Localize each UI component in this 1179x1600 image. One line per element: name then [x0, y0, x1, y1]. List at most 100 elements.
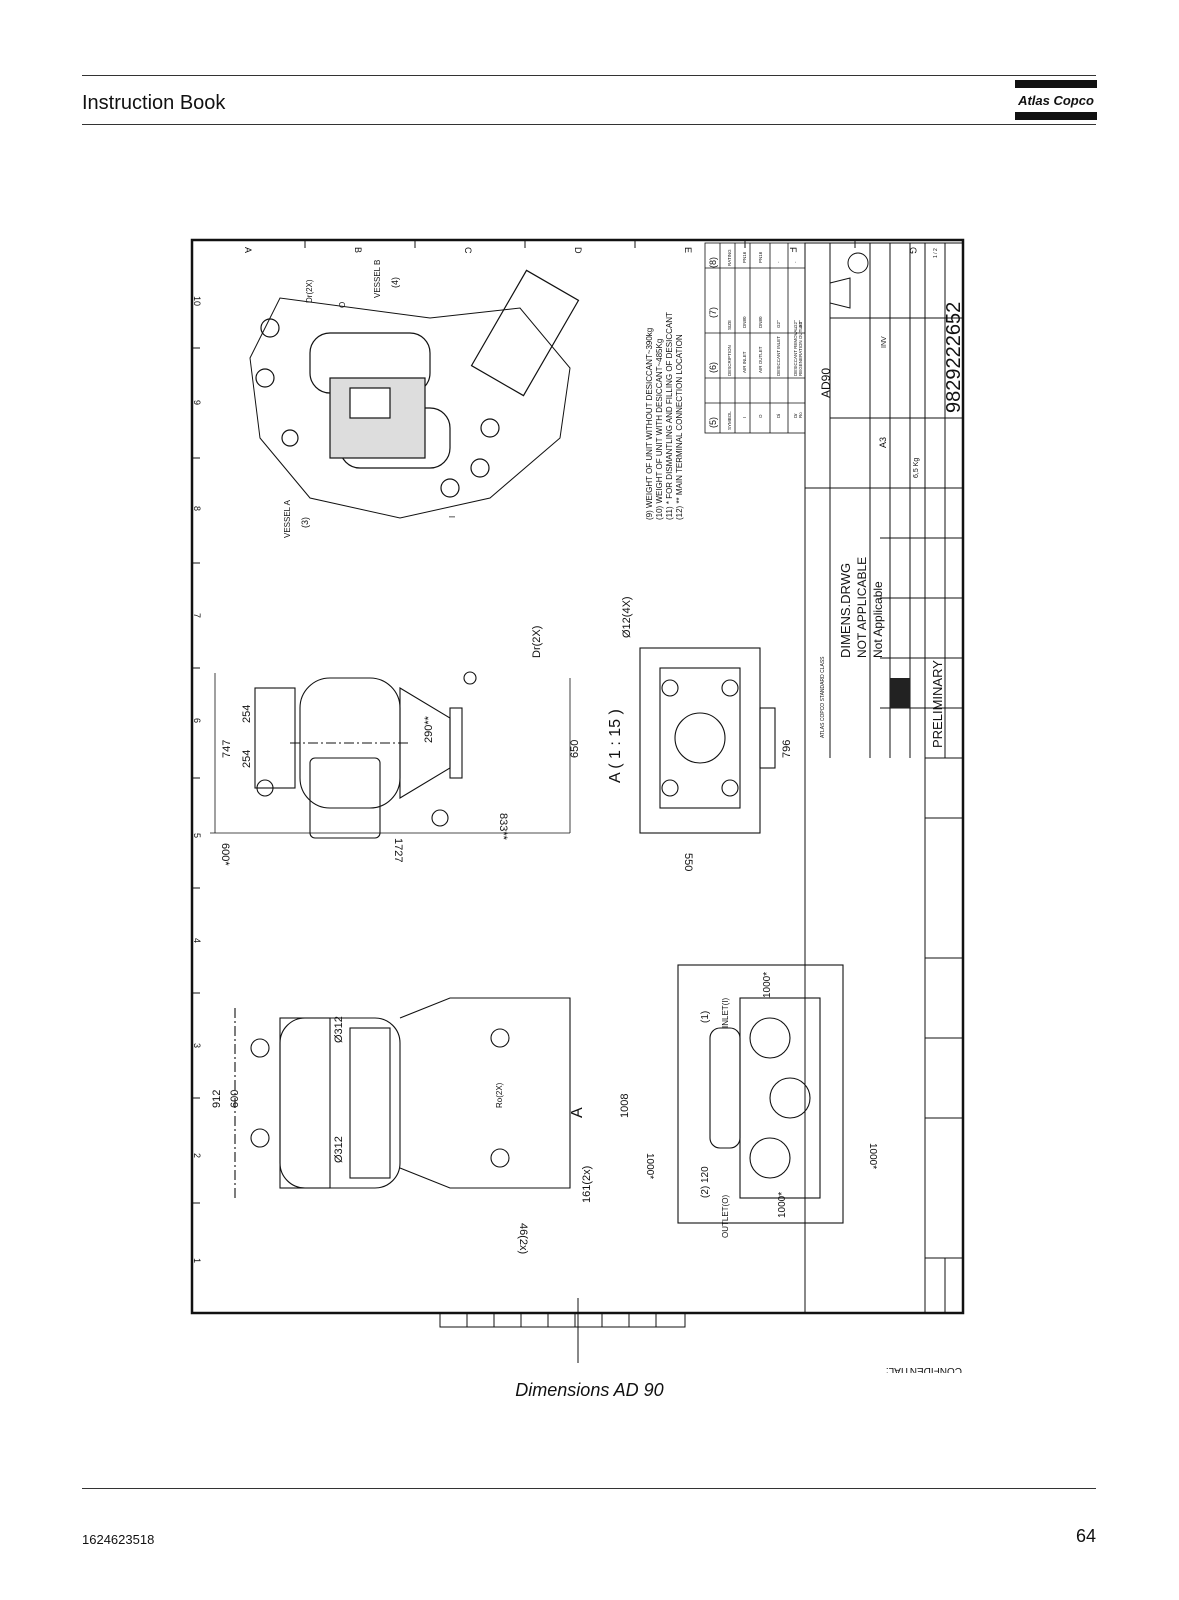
iso-label: Dr(2X)	[305, 279, 314, 303]
svg-text:SIZE: SIZE	[727, 320, 732, 330]
svg-text:6: 6	[192, 718, 202, 723]
svg-text:SYMBOL: SYMBOL	[727, 411, 732, 430]
dim-label: OUTLET(O)	[721, 1195, 730, 1238]
svg-text:4: 4	[192, 938, 202, 943]
dim-label: Ø312	[333, 1136, 345, 1163]
status: PRELIMINARY	[930, 660, 945, 748]
iso-label: I	[448, 516, 457, 518]
svg-text:PN16: PN16	[742, 251, 747, 263]
iso-label: VESSEL B	[373, 260, 382, 298]
side-view	[254, 671, 477, 839]
header-rule-top	[82, 75, 1096, 76]
title-block	[804, 242, 964, 1314]
svg-text:9: 9	[192, 400, 202, 405]
svg-text:REGENERATION OUTLET: REGENERATION OUTLET	[798, 321, 803, 376]
dim-label: 600*	[219, 843, 231, 866]
svg-text:O: O	[758, 414, 763, 418]
table-header: (6)	[708, 362, 718, 373]
border-letter: G	[908, 247, 918, 254]
svg-text:10: 10	[192, 296, 202, 306]
svg-text:1: 1	[192, 1258, 202, 1263]
svg-text:PN16: PN16	[758, 251, 763, 263]
dim-label: (2)	[700, 1186, 711, 1198]
border-letter: B	[353, 247, 363, 253]
svg-text:Ro: Ro	[798, 412, 803, 418]
dim-label: 833**	[497, 813, 509, 841]
dim-label: 120	[700, 1166, 711, 1183]
svg-text:-: -	[776, 261, 781, 263]
svg-text:3: 3	[192, 1043, 202, 1048]
dim-label: 46(2x)	[517, 1223, 529, 1254]
svg-text:G2": G2"	[776, 320, 781, 328]
drawing-name: DIMENS.DRWG	[838, 563, 853, 658]
svg-text:RATING: RATING	[727, 249, 732, 266]
svg-text:DESICCANT REMOVAL: DESICCANT REMOVAL	[793, 327, 798, 376]
atlas-copco-logo: Atlas Copco	[1015, 80, 1097, 120]
technical-drawing: A B C D E F G 10 9 8 7 6 5 4 3 2 1	[190, 238, 965, 1373]
footer-rule	[82, 1488, 1096, 1489]
border-letter: D	[573, 247, 583, 254]
treatment: Not Applicable	[871, 581, 885, 658]
svg-text:DESICCANT INLET: DESICCANT INLET	[776, 336, 781, 376]
title-block-logo	[890, 678, 910, 708]
note: (12) ** MAIN TERMINAL CONNECTION LOCATIO…	[675, 334, 684, 520]
notes: (9) WEIGHT OF UNIT WITHOUT DESICCANT~390…	[645, 312, 684, 520]
svg-text:DESCRIPTION: DESCRIPTION	[727, 345, 732, 376]
dim-label: 254	[241, 750, 253, 768]
dim-label: 290**	[423, 715, 435, 743]
note: (10) WEIGHT OF UNIT WITH DESICCANT~485Kg	[655, 339, 664, 520]
dim-label: Ø12(4X)	[621, 596, 633, 638]
main-view	[234, 997, 571, 1198]
border-letters: A B C D E F G	[243, 247, 918, 254]
dim-label: 912	[211, 1090, 223, 1108]
sheet: 1 / 2	[933, 248, 939, 258]
connection-table	[704, 242, 806, 434]
iso-label: (3)	[300, 517, 310, 528]
header-rule-bottom	[82, 124, 1096, 125]
dim-label: 650	[569, 740, 581, 758]
dim-label: INLET(I)	[721, 997, 730, 1028]
svg-text:I: I	[742, 417, 747, 418]
note: (11) * FOR DISMANTLING AND FILLING OF DE…	[665, 312, 674, 520]
dim-label: 747	[221, 740, 233, 758]
figure-caption: Dimensions AD 90	[515, 1380, 664, 1400]
dim-label: 1000*	[762, 972, 773, 998]
dim-label: 550	[682, 853, 694, 871]
svg-text:7: 7	[192, 613, 202, 618]
brand-text: Atlas Copco	[1017, 93, 1094, 108]
document-title: Instruction Book	[82, 92, 226, 114]
border-numbers: 10 9 8 7 6 5 4 3 2 1	[192, 296, 202, 1263]
title-block-text: AD90 DIMENS.DRWG NOT APPLICABLE Not Appl…	[819, 248, 965, 1373]
table-header: (7)	[708, 307, 718, 318]
svg-text:-: -	[793, 261, 798, 263]
dim-label: 1000*	[644, 1153, 655, 1179]
weight: 6,5 Kg	[913, 458, 920, 478]
dim-label: 796	[781, 740, 793, 758]
document-number: 1624623518	[82, 1532, 155, 1547]
svg-text:DN80: DN80	[742, 316, 747, 328]
iso-view	[249, 269, 580, 519]
iso-label: O	[338, 302, 347, 308]
svg-text:8: 8	[192, 506, 202, 511]
svg-text:5: 5	[192, 833, 202, 838]
drawing-number: 9829222652	[943, 302, 965, 413]
dim-label: 161(2x)	[581, 1166, 593, 1203]
iso-label: (4)	[390, 277, 400, 288]
svg-text:AIR OUTLET: AIR OUTLET	[758, 346, 763, 373]
confidential: CONFIDENTIAL:	[886, 1365, 962, 1373]
scale-ruler	[439, 1298, 686, 1363]
bottom-view	[639, 647, 776, 834]
svg-text:Dr: Dr	[793, 413, 798, 418]
svg-text:Di: Di	[776, 414, 781, 418]
svg-text:DN80: DN80	[758, 316, 763, 328]
company: ATLAS COPCO STANDARD CLASS	[820, 656, 826, 738]
dim-label: 1000*	[777, 1192, 788, 1218]
border-letter: F	[788, 247, 798, 253]
border-letter: A	[243, 247, 253, 253]
table-header: (5)	[708, 417, 718, 428]
note: (9) WEIGHT OF UNIT WITHOUT DESICCANT~390…	[645, 328, 654, 520]
top-view	[677, 964, 844, 1224]
drawing-frame	[190, 238, 965, 1315]
dim-label: 1000*	[867, 1143, 878, 1169]
svg-text:AIR INLET: AIR INLET	[742, 351, 747, 373]
